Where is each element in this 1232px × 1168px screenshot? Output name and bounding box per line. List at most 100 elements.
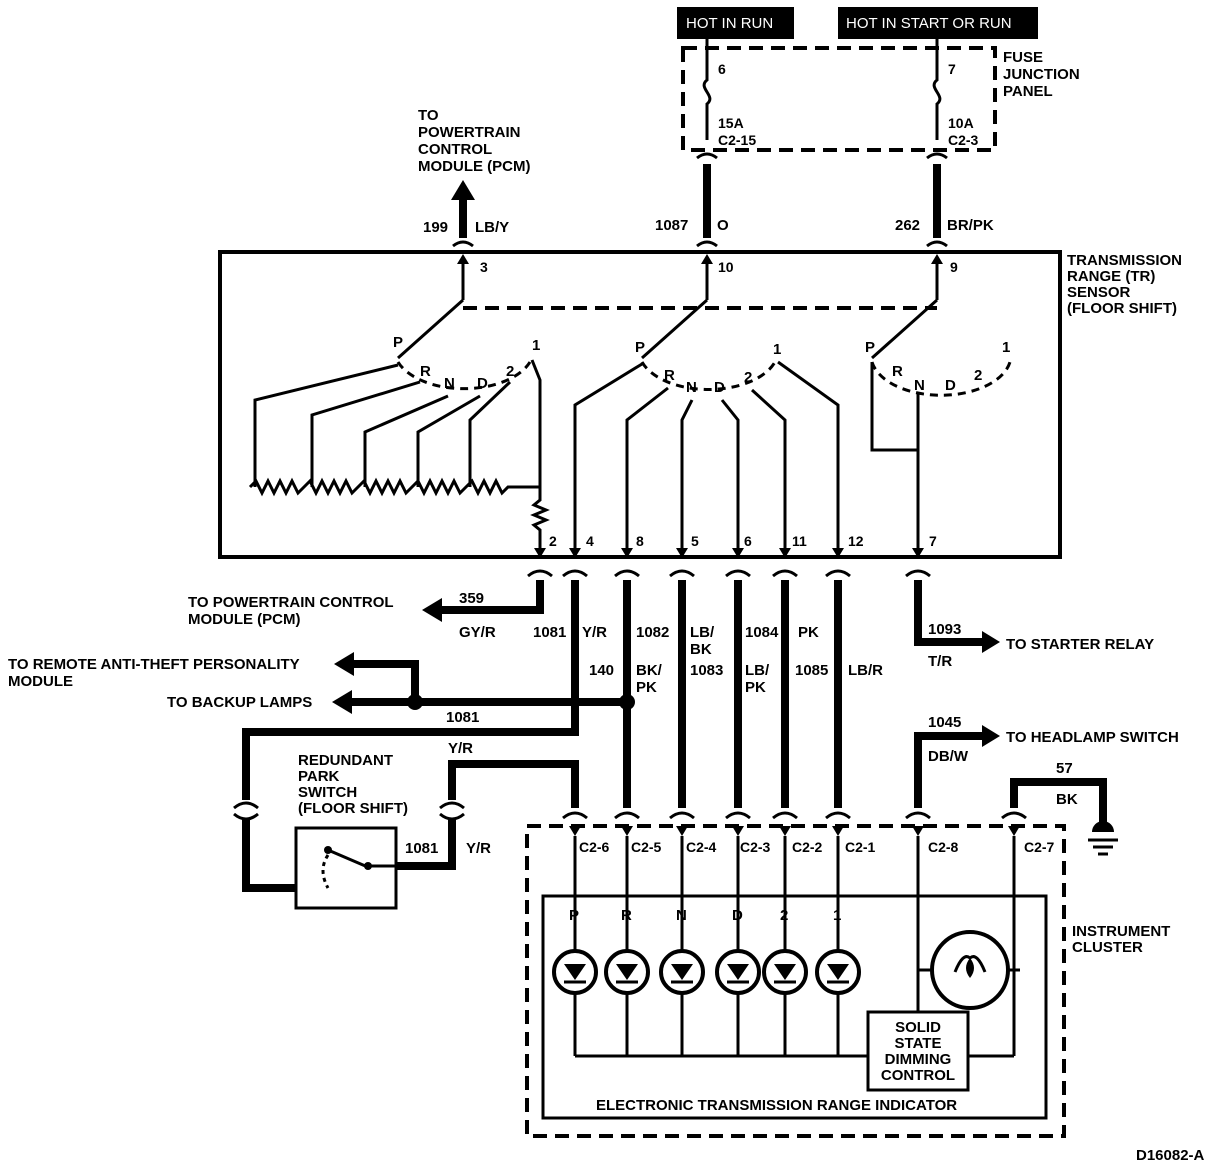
svg-text:R: R — [892, 363, 903, 380]
instrument-cluster-box — [525, 824, 1066, 1138]
wire-1093-circuit: 1093 — [928, 621, 961, 638]
fuse-panel-title-3: PANEL — [1003, 83, 1053, 100]
wire-1045-color: DB/W — [928, 748, 969, 765]
park-switch-title-2: PARK — [298, 768, 340, 785]
ground-node — [1092, 821, 1114, 832]
fuse-b-connector: C2-3 — [948, 132, 979, 148]
svg-text:R: R — [664, 367, 675, 384]
svg-text:C2-8: C2-8 — [928, 839, 959, 855]
svg-text:11: 11 — [792, 533, 807, 549]
wire-1085-color: LB/R — [848, 662, 883, 679]
wire-1082-color: LB/ — [690, 624, 715, 641]
svg-text:2: 2 — [744, 369, 752, 386]
wire-359-color: GY/R — [459, 624, 496, 641]
wire-1081-circuit: 1081 — [533, 624, 566, 641]
pin-9-cap — [926, 240, 948, 248]
svg-text:R: R — [621, 907, 632, 924]
led-p: P — [552, 907, 598, 995]
svg-text:C2-6: C2-6 — [579, 839, 610, 855]
anti-theft-line2: MODULE — [8, 673, 73, 690]
svg-text:12: 12 — [848, 533, 864, 549]
svg-text:N: N — [444, 375, 455, 392]
arrow-to-starter-relay — [982, 631, 1000, 653]
park-switch-cap-right — [439, 801, 465, 810]
wire-140-color-2: PK — [636, 679, 657, 696]
dimming-line4: CONTROL — [881, 1067, 955, 1084]
wire-199-circuit: 199 — [423, 219, 448, 236]
wire-1082-color-2: BK — [690, 641, 712, 658]
svg-text:8: 8 — [636, 533, 644, 549]
tr-sensor-title-3: SENSOR — [1067, 284, 1131, 301]
fuse-junction-panel-box — [681, 46, 997, 152]
wire-262-circuit: 262 — [895, 217, 920, 234]
cluster-title-1: INSTRUMENT — [1072, 923, 1170, 940]
tr-sensor-title-2: RANGE (TR) — [1067, 268, 1155, 285]
wire-140-color: BK/ — [636, 662, 663, 679]
arrow-to-backup-lamps — [332, 690, 352, 714]
svg-text:D: D — [732, 907, 743, 924]
wire-1045-circuit: 1045 — [928, 714, 961, 731]
redundant-park-switch-box — [294, 826, 398, 910]
svg-text:C2-5: C2-5 — [631, 839, 662, 855]
park-switch-cap-right-2 — [439, 812, 465, 821]
svg-text:P: P — [865, 339, 875, 356]
pcm-359-line2: MODULE (PCM) — [188, 611, 301, 628]
svg-text:C2-7: C2-7 — [1024, 839, 1055, 855]
svg-text:2: 2 — [780, 907, 788, 924]
switch-section-2: P R N D 2 1 — [573, 298, 840, 548]
diagram-id: D16082-A — [1136, 1147, 1205, 1164]
svg-text:1: 1 — [1002, 339, 1010, 356]
svg-text:N: N — [686, 379, 697, 396]
indicator-title: ELECTRONIC TRANSMISSION RANGE INDICATOR — [596, 1097, 957, 1114]
fuse-panel-title-2: JUNCTION — [1003, 66, 1080, 83]
wire-262-color: BR/PK — [947, 217, 994, 234]
svg-text:C2-3: C2-3 — [740, 839, 771, 855]
arrow-to-headlamp-switch — [982, 725, 1000, 747]
pcm-top-line4: MODULE (PCM) — [418, 158, 531, 175]
wire-1083-circuit: 1083 — [690, 662, 723, 679]
led-n: N — [659, 907, 705, 995]
svg-text:2: 2 — [549, 533, 557, 549]
tr-bottom-pins: 2 4 8 5 6 11 12 7 — [534, 533, 937, 558]
led-1: 1 — [815, 907, 861, 995]
wire-1093-color: T/R — [928, 653, 952, 670]
wire-1081-loop — [242, 720, 579, 800]
led-lamps: P R N D 2 1 — [552, 907, 861, 995]
tr-sensor-title-1: TRANSMISSION — [1067, 252, 1182, 269]
svg-text:1: 1 — [773, 341, 781, 358]
hot-in-start-or-run-label: HOT IN START OR RUN — [846, 15, 1012, 32]
indicator-box — [541, 894, 1048, 1120]
svg-text:2: 2 — [506, 363, 514, 380]
tr-sensor-box — [218, 250, 1062, 559]
dimming-line1: SOLID — [895, 1019, 941, 1036]
hot-in-run-header — [677, 7, 794, 39]
hot-in-run-label: HOT IN RUN — [686, 15, 773, 32]
fuse-b-number: 7 — [948, 61, 956, 77]
fuse-b-connector-cap — [926, 152, 948, 160]
hot-in-start-or-run-header — [838, 7, 1038, 39]
park-switch-out-circuit: 1081 — [405, 840, 438, 857]
fuse-b-rating: 10A — [948, 115, 974, 131]
park-switch-cap-left-2 — [233, 812, 259, 821]
svg-text:7: 7 — [929, 533, 937, 549]
wire-1082-circuit: 1082 — [636, 624, 669, 641]
pin-10-arrow — [701, 254, 713, 264]
svg-text:4: 4 — [586, 533, 594, 549]
wire-yr-label: Y/R — [448, 740, 473, 757]
arrow-to-pcm-top — [451, 180, 475, 200]
fuse-a-connector-cap — [696, 152, 718, 160]
wire-1045 — [914, 732, 985, 808]
pcm-top-line3: CONTROL — [418, 141, 492, 158]
splice-1081-label: 1081 — [446, 709, 479, 726]
pin-10-label: 10 — [718, 259, 734, 275]
wire-park-switch-out — [396, 820, 456, 870]
led-2: 2 — [762, 907, 808, 995]
svg-text:5: 5 — [691, 533, 699, 549]
svg-text:N: N — [914, 377, 925, 394]
wire-140-circuit: 140 — [589, 662, 614, 679]
fuse-a-number: 6 — [718, 61, 726, 77]
park-switch-out-color: Y/R — [466, 840, 491, 857]
wire-57 — [1010, 778, 1107, 826]
pcm-top-line1: TO — [418, 107, 439, 124]
svg-text:C2-1: C2-1 — [845, 839, 876, 855]
